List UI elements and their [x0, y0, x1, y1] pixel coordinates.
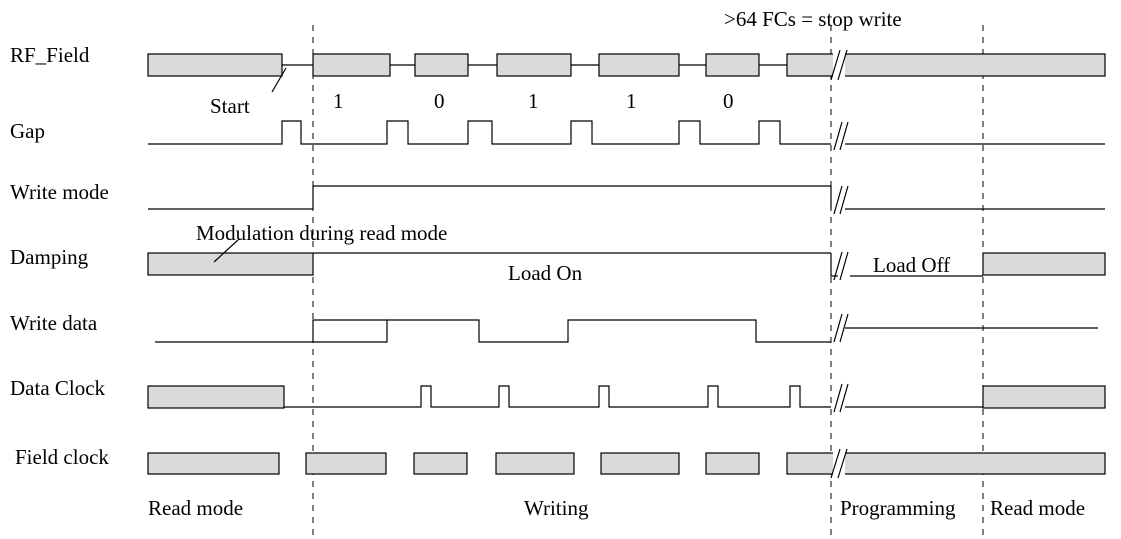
modulation-annotation: Modulation during read mode: [196, 221, 447, 245]
load-on-annotation: Load On: [508, 261, 583, 285]
signal-label-field-clock: Field clock: [15, 445, 109, 469]
write-data-waveform: [155, 313, 1098, 343]
field-clock-block: [705, 452, 760, 475]
rf-field-burst: [496, 53, 572, 77]
data-clock-block: [982, 385, 1106, 409]
rf-field-burst: [705, 53, 760, 77]
load-off-annotation: Load Off: [873, 253, 950, 277]
signal-label-write-data: Write data: [10, 311, 98, 335]
field-clock-block: [413, 452, 468, 475]
rf-field-waveform: [147, 49, 1106, 81]
gap-waveform: [148, 120, 1105, 151]
rf-field-burst: [786, 53, 1106, 77]
break-mark: [833, 383, 849, 413]
damping-waveform: [147, 251, 1106, 281]
modulation-pointer: [213, 239, 239, 263]
rf-field-burst: [598, 53, 680, 77]
signal-label-data-clock: Data Clock: [10, 376, 106, 400]
signal-label-gap: Gap: [10, 119, 45, 143]
signal-label-damping: Damping: [10, 245, 89, 269]
bit-label: 0: [723, 89, 734, 113]
break-mark: [830, 448, 848, 479]
field-clock-block: [786, 452, 1106, 475]
field-clock-block: [147, 452, 280, 475]
start-pointer: [271, 67, 287, 93]
break-mark: [833, 313, 849, 343]
break-mark: [833, 251, 849, 281]
signal-label-rf-field: RF_Field: [10, 43, 90, 67]
field-clock-block: [305, 452, 387, 475]
phase-label-writing: Writing: [524, 496, 589, 520]
bit-label: 0: [434, 89, 445, 113]
break-mark: [833, 185, 849, 215]
rf-field-burst: [312, 53, 391, 77]
break-mark: [830, 49, 848, 81]
rf-field-burst: [147, 53, 283, 77]
damping-modulation-block: [147, 252, 314, 276]
break-mark: [833, 121, 849, 151]
damping-modulation-block: [982, 252, 1106, 276]
rf-field-burst: [414, 53, 469, 77]
data-clock-waveform: [147, 383, 1106, 413]
phase-label-read-mode: Read mode: [990, 496, 1085, 520]
phase-label-programming: Programming: [840, 496, 956, 520]
data-clock-block: [147, 385, 285, 409]
field-clock-block: [495, 452, 575, 475]
field-clock-block: [600, 452, 680, 475]
phase-label-read-mode: Read mode: [148, 496, 243, 520]
signal-label-write-mode: Write mode: [10, 180, 109, 204]
bit-label: 1: [626, 89, 637, 113]
stop-write-annotation: >64 FCs = stop write: [724, 7, 902, 31]
bit-label: 1: [528, 89, 539, 113]
write-mode-waveform: [148, 185, 1105, 215]
field-clock-waveform: [147, 448, 1106, 479]
bit-label: 1: [333, 89, 344, 113]
start-annotation: Start: [210, 94, 250, 118]
